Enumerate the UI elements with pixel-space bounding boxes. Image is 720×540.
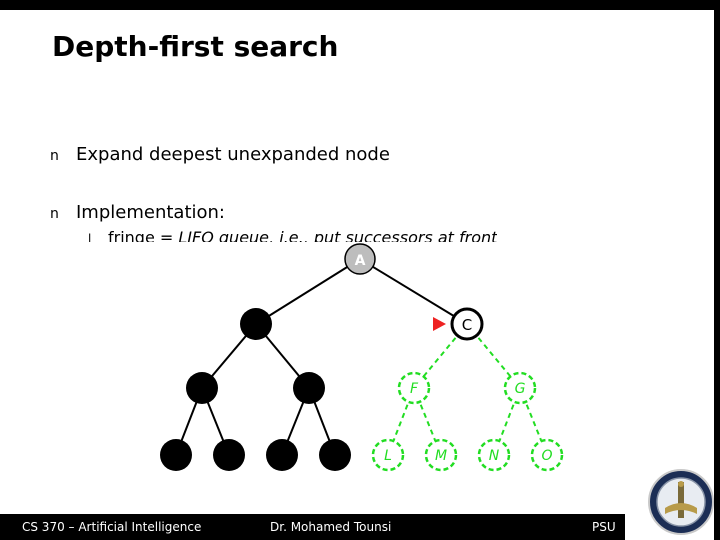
node-frontier	[397, 371, 431, 405]
sub-bullet-italic-text: LIFO queue, i.e., put successors at fron…	[178, 228, 498, 242]
node-label: O	[541, 448, 552, 464]
bullet-item: n Expand deepest unexpanded node	[50, 144, 390, 165]
node-current	[450, 307, 484, 341]
footer-author: Dr. Mohamed Tounsi	[270, 520, 392, 534]
footer-course: CS 370 – Artificial Intelligence	[22, 520, 202, 534]
current-node-marker	[433, 317, 446, 331]
node-black	[319, 439, 351, 471]
node-label: L	[384, 448, 392, 464]
node-label: A	[355, 253, 366, 269]
node-black	[160, 439, 192, 471]
node-label: G	[515, 381, 526, 397]
node-black	[293, 372, 325, 404]
node-frontier	[503, 371, 537, 405]
tree-edges-expanded	[175, 258, 468, 456]
node-root	[344, 243, 376, 275]
right-border	[714, 0, 720, 540]
slide-footer: CS 370 – Artificial Intelligence Dr. Moh…	[0, 514, 625, 540]
bullet-marker: n	[50, 206, 59, 222]
node-black	[240, 308, 272, 340]
frontier-nodes	[371, 371, 564, 472]
node-label: C	[462, 316, 472, 334]
node-label: N	[489, 448, 500, 464]
bullet-text: Expand deepest unexpanded node	[76, 144, 390, 165]
bullet-marker: n	[50, 148, 59, 164]
footer-org: PSU	[592, 520, 616, 534]
slide-title: Depth-first search	[52, 30, 339, 63]
bullet-text: Implementation:	[76, 202, 225, 223]
university-seal-icon	[648, 469, 714, 535]
bullet-item: n Implementation:	[50, 202, 225, 223]
frontier-labels: F G L M N O	[384, 381, 552, 464]
node-frontier	[424, 438, 458, 472]
sub-bullet-marker: l	[88, 232, 92, 242]
sub-bullet-item: l fringe = LIFO queue, i.e., put successo…	[88, 228, 497, 242]
node-black	[266, 439, 298, 471]
node-frontier	[530, 438, 564, 472]
node-frontier	[477, 438, 511, 472]
node-black	[213, 439, 245, 471]
node-frontier	[371, 438, 405, 472]
sub-bullet-text: fringe =	[108, 228, 179, 242]
top-border	[0, 0, 720, 10]
node-label: F	[410, 381, 419, 397]
node-label: M	[435, 448, 447, 464]
expanded-nodes	[160, 308, 351, 471]
node-black	[186, 372, 218, 404]
